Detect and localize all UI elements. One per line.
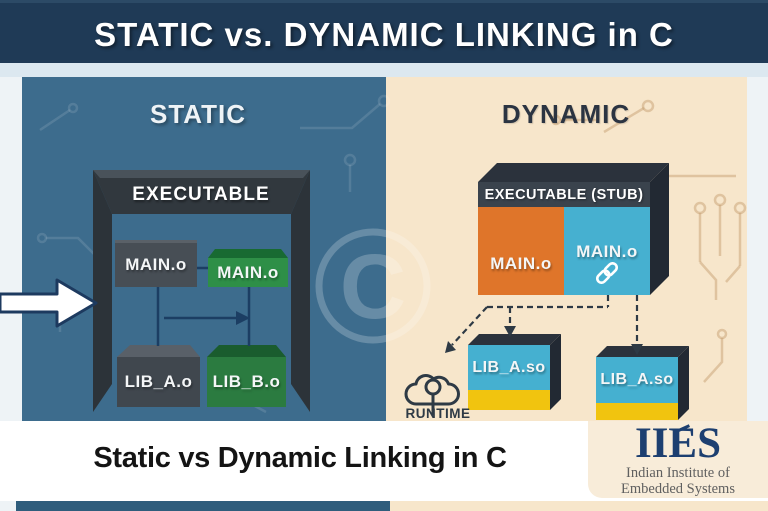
iies-logo-line1: Indian Institute of [626,465,730,481]
dynamic-main-stub-box: MAIN.o [564,207,650,295]
bottom-strip-navy [16,501,390,511]
bottom-strip-cream [390,501,768,511]
dynamic-lib-so-box-left: LIB_A.so [468,345,550,410]
dynamic-heading: DYNAMIC [501,99,631,129]
dynamic-main-object-label: MAIN.o [490,254,552,273]
executable-stub-header: EXECUTABLE (STUB) [478,182,650,207]
lib-so-left-body: LIB_A.so [468,345,550,390]
link-icon [595,262,619,284]
header-bar: STATIC vs. DYNAMIC LINKING in C [0,0,768,66]
caption-title: Static vs Dynamic Linking in C [93,442,507,474]
static-main-object-box: MAIN.o [115,240,197,287]
copyright-c-watermark-icon: C [315,228,431,344]
static-panel [22,77,386,421]
dynamic-dashed-connectors [451,295,639,346]
box-3d-faces [117,163,689,420]
lib-so-right-body: LIB_A.so [596,357,678,403]
iies-logo: IIES Indian Institute of Embedded System… [588,421,768,498]
static-lib-a-box: LIB_A.o [117,357,200,407]
header-divider [0,63,768,77]
static-main-object-label: MAIN.o [125,255,187,274]
lib-so-right-label: LIB_A.so [600,371,674,388]
executable-frame-label: EXECUTABLE [132,184,270,205]
runtime-label: RUNTIME [405,406,471,421]
static-lib-b-box: LIB_B.o [207,357,286,407]
lib-so-right-base [596,403,678,420]
lib-so-left-label: LIB_A.so [472,358,546,376]
svg-text:C: C [340,236,406,338]
static-main-linked-label: MAIN.o [217,262,279,282]
main-title: STATIC vs. DYNAMIC LINKING in C [94,15,674,53]
dynamic-main-object-box: MAIN.o [478,207,564,295]
static-heading: STATIC [149,99,247,129]
dashed-arrowheads [445,326,643,355]
executable-frame [93,170,310,412]
iies-logo-line2: Embedded Systems [621,481,735,497]
cloud-download-icon [404,374,460,416]
static-lib-a-label: LIB_A.o [124,372,193,391]
static-main-linked-box: MAIN.o [208,258,288,287]
dynamic-main-stub-label: MAIN.o [576,242,638,261]
lib-so-left-base [468,390,550,410]
static-lib-b-label: LIB_B.o [212,372,281,391]
dynamic-lib-so-box-right: LIB_A.so [596,357,678,420]
static-connectors [156,266,251,346]
flow-arrow-icon [0,278,98,328]
